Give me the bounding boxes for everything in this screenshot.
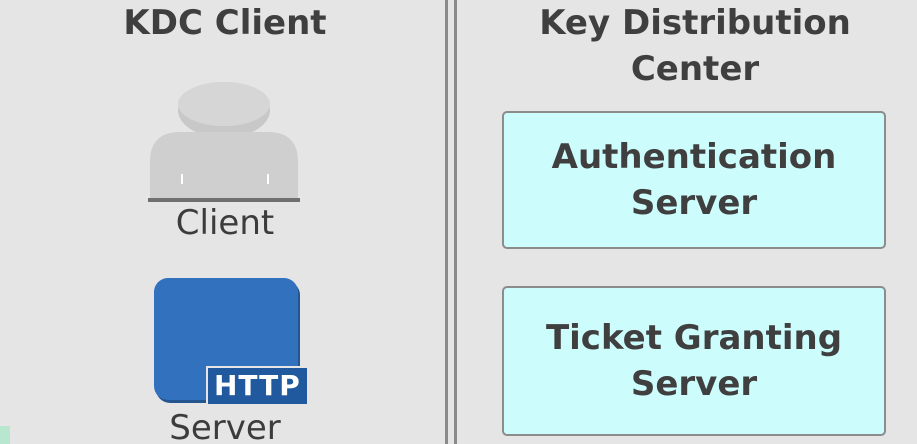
- ticket-granting-server-box: Ticket Granting Server: [502, 286, 886, 436]
- corner-mark: [0, 426, 10, 444]
- user-icon: [148, 82, 300, 202]
- ticket-granting-server-line2: Server: [630, 364, 758, 404]
- kdc-title-line2: Center: [630, 49, 760, 89]
- authentication-server-line2: Server: [630, 183, 758, 223]
- kdc-title-line1: Key Distribution: [539, 3, 851, 43]
- http-server-icon: HTTP: [150, 278, 308, 410]
- client-label: Client: [175, 203, 275, 243]
- authentication-server-box: Authentication Server: [502, 111, 886, 249]
- server-label: Server: [169, 408, 281, 444]
- panel-divider-right: [454, 0, 457, 444]
- http-badge: HTTP: [206, 366, 307, 404]
- kdc-client-title: KDC Client: [123, 3, 327, 43]
- panel-divider-left: [445, 0, 448, 444]
- kdc-title: Key Distribution Center: [505, 0, 885, 92]
- ticket-granting-server-line1: Ticket Granting: [545, 318, 843, 358]
- authentication-server-line1: Authentication: [551, 137, 837, 177]
